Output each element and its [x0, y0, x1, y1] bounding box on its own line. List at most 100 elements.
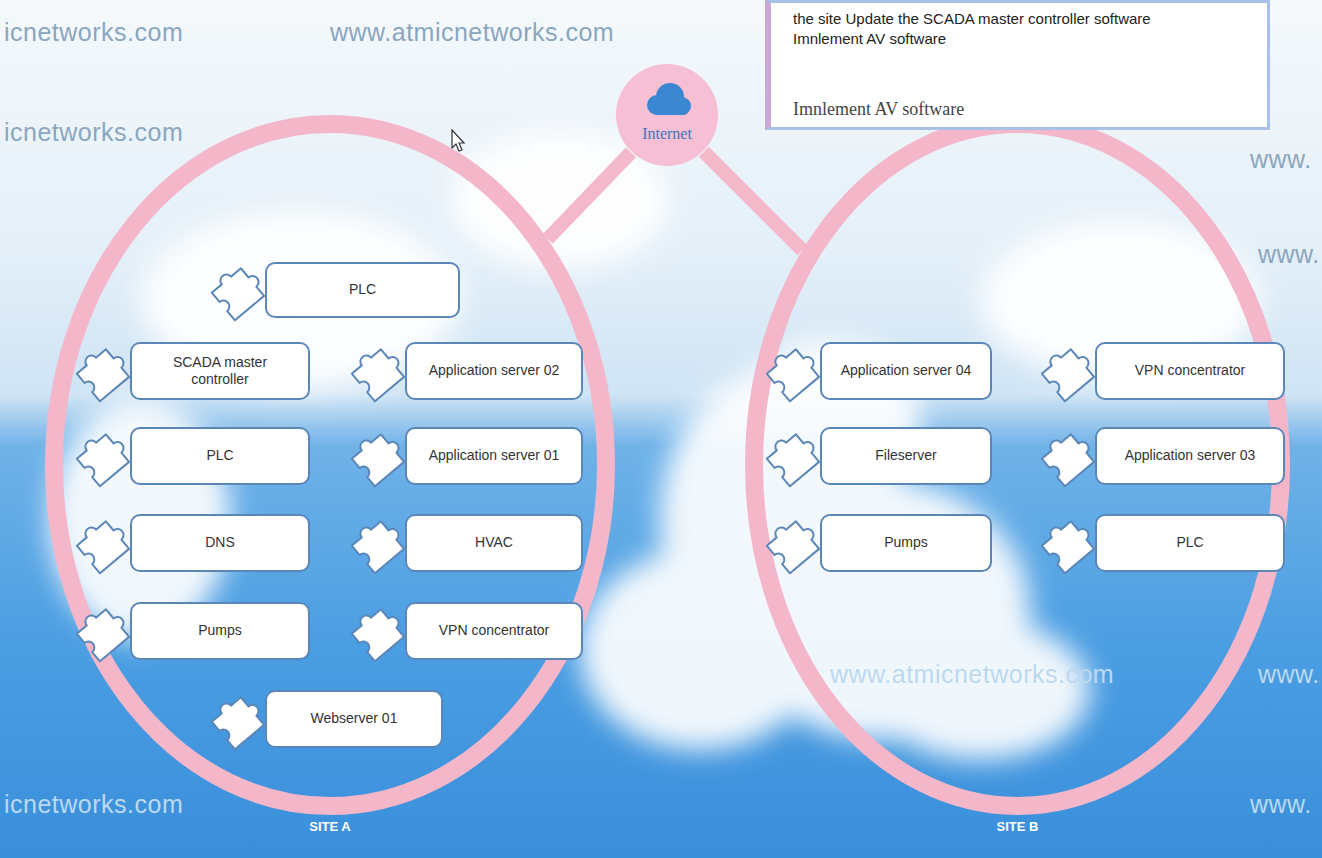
puzzle-outline [1038, 513, 1099, 573]
puzzle-piece [73, 341, 134, 401]
device-box: Application server 04 [820, 342, 992, 400]
puzzle-outline [763, 426, 824, 486]
puzzle-outline [73, 341, 134, 401]
puzzle-piece [348, 513, 409, 573]
puzzle-outline [348, 426, 409, 486]
puzzle-outline [73, 426, 134, 486]
network-link [704, 152, 803, 250]
puzzle-outline [348, 341, 409, 401]
cloud [50, 130, 1260, 760]
device-label: VPN concentrator [1135, 362, 1246, 380]
puzzle-piece [1038, 513, 1099, 573]
puzzle-icon [343, 427, 409, 489]
note-text: the site Update the SCADA master control… [793, 9, 1153, 48]
device-box: VPN concentrator [1095, 342, 1285, 400]
puzzle-piece [763, 513, 824, 573]
device-box: Fileserver [820, 427, 992, 485]
watermark-text: www. [1258, 240, 1320, 269]
mouse-cursor [452, 130, 464, 151]
puzzle-piece [348, 426, 409, 486]
device-box: Pumps [130, 602, 310, 660]
device-label: Pumps [198, 622, 242, 640]
watermark-text: www. [1250, 790, 1312, 819]
device-label: HVAC [475, 534, 513, 552]
device-box: SCADA master controller [130, 342, 310, 400]
device-box: Application server 02 [405, 342, 583, 400]
device-label: Application server 01 [429, 447, 560, 465]
puzzle-piece [208, 260, 269, 320]
puzzle-outline [73, 601, 134, 661]
device-box: DNS [130, 514, 310, 572]
task-note-box: the site Update the SCADA master control… [765, 0, 1270, 130]
device-label: Application server 04 [841, 362, 972, 380]
puzzle-icon [1033, 427, 1099, 489]
puzzle-icon [758, 427, 824, 489]
puzzle-outline [1038, 341, 1099, 401]
puzzle-piece [73, 426, 134, 486]
puzzle-outline [348, 513, 409, 573]
puzzle-icon [1033, 342, 1099, 404]
puzzle-outline [763, 341, 824, 401]
watermark-text: www. [1250, 145, 1312, 174]
device-label: SCADA master controller [153, 354, 288, 389]
puzzle-outline [1038, 426, 1099, 486]
internet-circle: Internet [615, 63, 719, 167]
puzzle-icon [758, 514, 824, 576]
watermark-text: www.atmicnetworks.com [330, 18, 614, 47]
puzzle-piece [763, 341, 824, 401]
puzzle-icon [343, 602, 409, 664]
circle-fill [616, 64, 718, 166]
puzzle-piece [348, 341, 409, 401]
puzzle-icon [343, 342, 409, 404]
device-label: DNS [205, 534, 235, 552]
site-ring: SITE APLCSCADA master controllerApplicat… [45, 115, 615, 815]
device-label: PLC [1176, 534, 1203, 552]
puzzle-icon [758, 342, 824, 404]
puzzle-piece [208, 689, 269, 749]
watermark-text: icnetworks.com [4, 790, 183, 819]
puzzle-outline [208, 689, 269, 749]
puzzle-piece [73, 513, 134, 573]
device-box: Pumps [820, 514, 992, 572]
site-outline [54, 124, 606, 806]
puzzle-icon [203, 261, 269, 323]
puzzle-piece [1038, 341, 1099, 401]
puzzle-icon [203, 690, 269, 752]
device-label: PLC [206, 447, 233, 465]
puzzle-icon [343, 514, 409, 576]
device-box: Application server 01 [405, 427, 583, 485]
device-box: Webserver 01 [265, 690, 443, 748]
cloud-part [651, 103, 689, 115]
watermark-text: icnetworks.com [4, 118, 183, 147]
puzzle-piece [1038, 426, 1099, 486]
site-ring: SITE BApplication server 04VPN concentra… [745, 115, 1290, 815]
puzzle-icon [68, 514, 134, 576]
puzzle-icon [68, 342, 134, 404]
puzzle-outline [763, 513, 824, 573]
puzzle-icon [68, 602, 134, 664]
device-label: Pumps [884, 534, 928, 552]
puzzle-outline [348, 601, 409, 661]
internet-shape [615, 63, 719, 167]
puzzle-piece [73, 601, 134, 661]
puzzle-icon [1033, 514, 1099, 576]
device-label: Fileserver [875, 447, 936, 465]
device-label: Webserver 01 [311, 710, 398, 728]
device-label: VPN concentrator [439, 622, 550, 640]
device-box: PLC [265, 262, 460, 318]
watermark-text: icnetworks.com [4, 18, 183, 47]
site-label: SITE B [745, 819, 1290, 834]
device-label: PLC [349, 281, 376, 299]
puzzle-outline [73, 513, 134, 573]
site-label: SITE A [45, 819, 615, 834]
puzzle-icon [68, 427, 134, 489]
device-label: Application server 03 [1125, 447, 1256, 465]
device-box: Application server 03 [1095, 427, 1285, 485]
puzzle-piece [348, 601, 409, 661]
device-box: HVAC [405, 514, 583, 572]
watermark-text: www.atmicnetworks.com [830, 660, 1114, 689]
cloud-icon [647, 83, 691, 115]
device-box: PLC [130, 427, 310, 485]
watermark-text: www. [1258, 660, 1320, 689]
